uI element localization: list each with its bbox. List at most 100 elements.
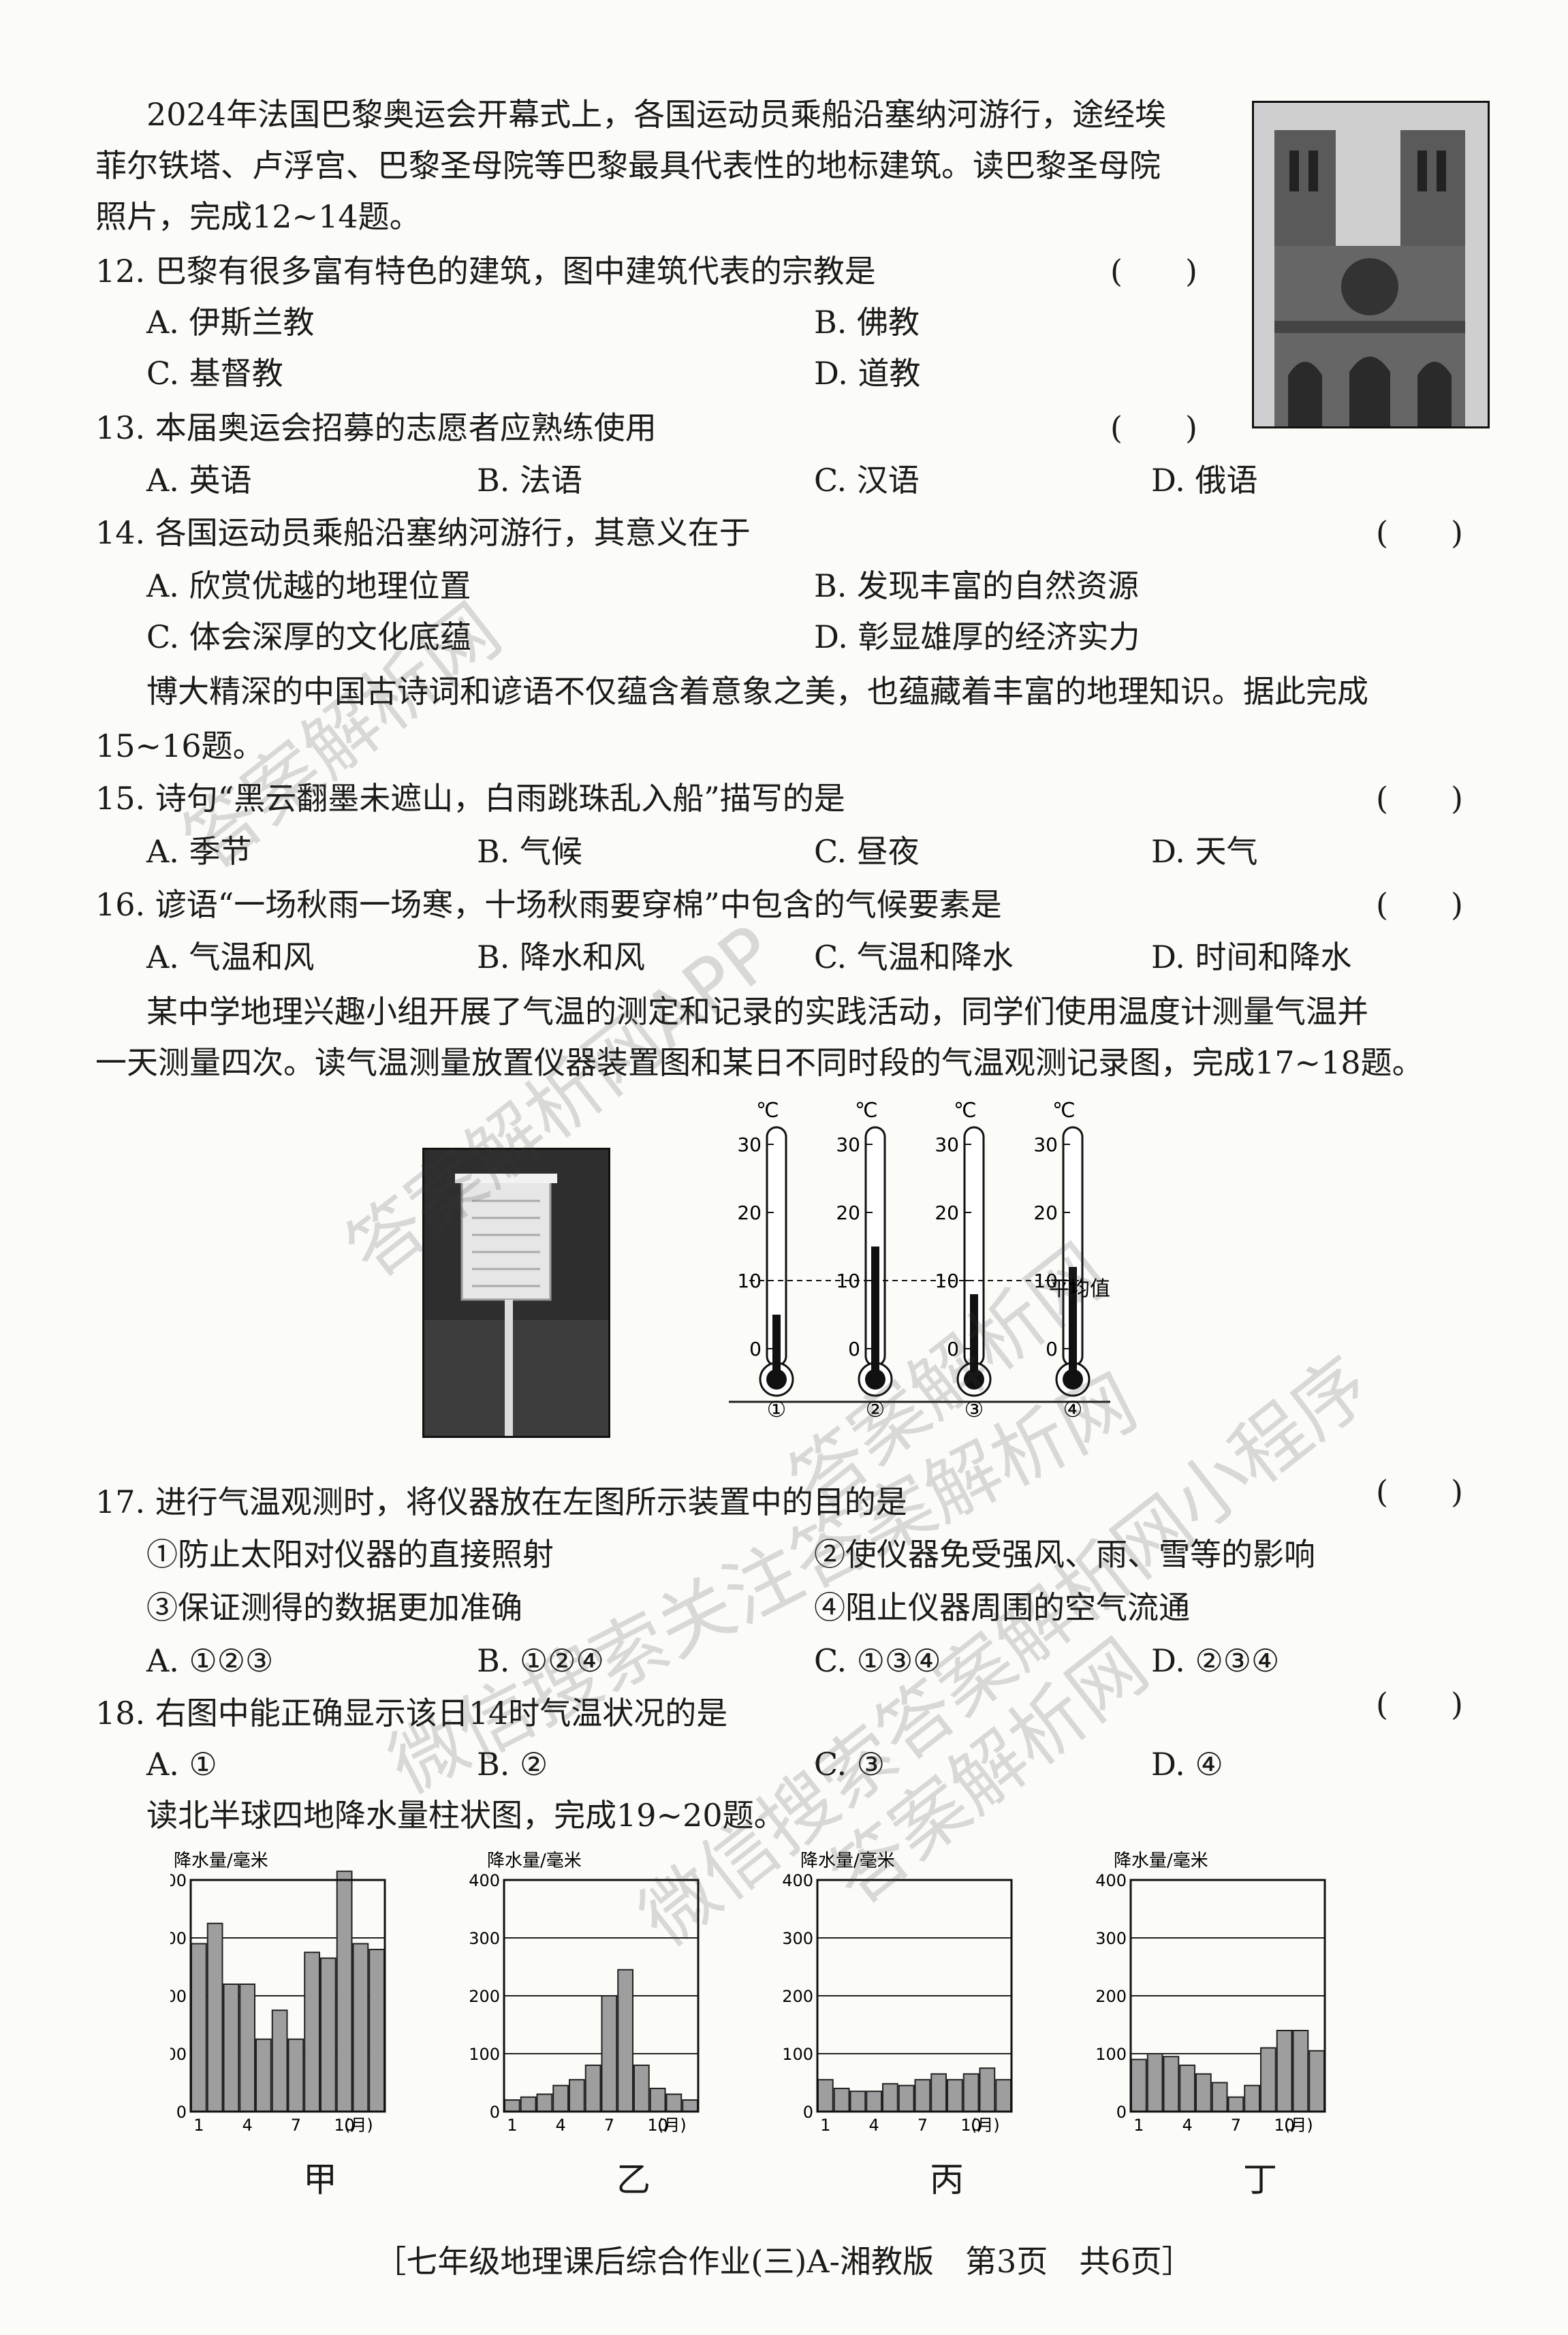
chart-xtick-label: 10	[960, 2116, 982, 2135]
thermometer-tick-label: 0	[848, 1338, 860, 1360]
q18-stem: 18. 右图中能正确显示该日14时气温状况的是	[95, 1695, 728, 1731]
chart-bar	[1211, 2082, 1228, 2112]
chart-bar	[930, 2073, 947, 2112]
chart-ytick-label: 100	[1095, 2045, 1127, 2064]
q17-option-c[interactable]: C. ①③④	[814, 1642, 941, 1679]
chart-bar	[817, 2079, 834, 2112]
chart-bar	[336, 1870, 353, 2112]
chart-bar	[239, 1984, 255, 2112]
intro4-line1: 读北半球四地降水量柱状图，完成19~20题。	[146, 1797, 785, 1834]
q14-answer-blank[interactable]: ( )	[1376, 514, 1463, 551]
chart-xtick-label: 10	[647, 2116, 668, 2135]
q17-option-d[interactable]: D. ②③④	[1151, 1642, 1280, 1679]
q14-stem: 14. 各国运动员乘船沿塞纳河游行，其意义在于	[95, 514, 751, 551]
q17-option-a[interactable]: A. ①②③	[146, 1642, 274, 1679]
chart-xtick-label: 4	[1182, 2116, 1192, 2135]
chart-bar	[1260, 2047, 1276, 2112]
q12-option-d[interactable]: D. 道教	[814, 355, 921, 392]
q12-option-b[interactable]: B. 佛教	[814, 304, 920, 341]
chart-bar	[1131, 2058, 1147, 2112]
chart-xtick-label: 4	[868, 2116, 879, 2135]
chart-ytick-label: 200	[1095, 1987, 1127, 2006]
thermometer-tick-label: 30	[935, 1133, 959, 1156]
thermometer-label: ③	[965, 1396, 984, 1420]
q15-option-a[interactable]: A. 季节	[146, 833, 252, 870]
q18-answer-blank[interactable]: ( )	[1376, 1686, 1463, 1723]
q18-option-c[interactable]: C. ③	[814, 1746, 885, 1783]
intro1-line3: 照片，完成12~14题。	[95, 198, 421, 235]
q12-option-c[interactable]: C. 基督教	[146, 355, 283, 392]
q16-answer-blank[interactable]: ( )	[1376, 886, 1463, 923]
chart-ylabel: 降水量/毫米	[487, 1851, 582, 1871]
thermometer-bulb	[964, 1369, 984, 1390]
chart-ylabel: 降水量/毫米	[174, 1851, 268, 1871]
thermometer-unit: ℃	[756, 1099, 779, 1123]
q17-answer-blank[interactable]: ( )	[1376, 1473, 1463, 1510]
q13-option-d[interactable]: D. 俄语	[1151, 462, 1258, 499]
q16-option-b[interactable]: B. 降水和风	[477, 939, 646, 975]
chart-ytick-label: 100	[170, 2045, 187, 2064]
q16-stem: 16. 谚语“一场秋雨一场寒，十场秋雨要穿棉”中包含的气候要素是	[95, 886, 1002, 923]
q14-option-b[interactable]: B. 发现丰富的自然资源	[814, 567, 1140, 604]
q17-statement-2: ②使仪器免受强风、雨、雪等的影响	[814, 1536, 1315, 1573]
q18-option-d[interactable]: D. ④	[1151, 1746, 1223, 1783]
q18-option-b[interactable]: B. ②	[477, 1746, 548, 1783]
q15-option-d[interactable]: D. 天气	[1151, 833, 1258, 870]
precipitation-charts: 降水量/毫米 0 100 200 300 400 1 4 7 10 (月) 降水量/毫米 0 100 200…	[170, 1851, 1326, 2135]
chart-ytick-label: 200	[469, 1987, 500, 2006]
q14-option-a[interactable]: A. 欣赏优越的地理位置	[146, 567, 471, 604]
chart-ytick-label: 300	[782, 1929, 813, 1948]
chart-frame	[189, 1879, 386, 2113]
q15-stem: 15. 诗句“黑云翻墨未遮山，白雨跳珠乱入船”描写的是	[95, 780, 845, 817]
q12-answer-blank[interactable]: ( )	[1110, 253, 1197, 289]
chart-bar	[962, 2073, 979, 2112]
chart-bar	[552, 2084, 569, 2112]
q14-option-d[interactable]: D. 彰显雄厚的经济实力	[814, 618, 1140, 655]
chart-bar	[271, 2009, 288, 2112]
q17-statement-4: ④阻止仪器周围的空气流通	[814, 1589, 1190, 1626]
q12-stem: 12. 巴黎有很多富有特色的建筑，图中建筑代表的宗教是	[95, 253, 876, 289]
intro1-line2: 菲尔铁塔、卢浮宫、巴黎圣母院等巴黎最具代表性的地标建筑。读巴黎圣母院	[95, 147, 1161, 184]
chart-ytick-label: 400	[170, 1871, 187, 1890]
q15-answer-blank[interactable]: ( )	[1376, 780, 1463, 817]
chart-xtick-label: 4	[555, 2116, 565, 2135]
q16-option-c[interactable]: C. 气温和降水	[814, 939, 1014, 975]
chart-bar	[665, 2093, 683, 2112]
page-footer: ［七年级地理课后综合作业(三)A-湘教版 第3页 共6页］	[375, 2243, 1193, 2280]
q15-option-b[interactable]: B. 气候	[477, 833, 583, 870]
q15-option-c[interactable]: C. 昼夜	[814, 833, 920, 870]
q13-answer-blank[interactable]: ( )	[1110, 409, 1197, 446]
chart-bar	[520, 2096, 537, 2112]
chart-ytick-label: 0	[803, 2103, 813, 2122]
chart-bar	[1308, 2050, 1325, 2112]
q17-statement-3: ③保证测得的数据更加准确	[146, 1589, 522, 1626]
q13-option-c[interactable]: C. 汉语	[814, 462, 920, 499]
chart-xtick-label: 1	[820, 2116, 830, 2135]
thermometer-label: ②	[866, 1396, 885, 1420]
q18-option-a[interactable]: A. ①	[146, 1746, 217, 1783]
q16-option-a[interactable]: A. 气温和风	[146, 939, 315, 975]
chart-bar	[1276, 2030, 1293, 2112]
q12-option-a[interactable]: A. 伊斯兰教	[146, 304, 315, 341]
q17-option-b[interactable]: B. ①②④	[477, 1642, 604, 1679]
chart-ytick-label: 300	[170, 1929, 187, 1948]
q16-option-d[interactable]: D. 时间和降水	[1151, 939, 1352, 975]
q13-option-b[interactable]: B. 法语	[477, 462, 583, 499]
chart-bar	[369, 1949, 385, 2112]
chart-frame	[1129, 1879, 1326, 2113]
chart-bar	[536, 2093, 553, 2112]
chart-bar	[849, 2090, 866, 2112]
q13-option-a[interactable]: A. 英语	[146, 462, 252, 499]
chart-ytick-label: 0	[1116, 2103, 1127, 2122]
chart-bar	[1227, 2096, 1244, 2112]
chart-ytick-label: 400	[782, 1871, 813, 1890]
chart-bar	[304, 1952, 320, 2112]
thermometer-unit: ℃	[855, 1099, 878, 1123]
chart-xtick-label: 10	[1274, 2116, 1295, 2135]
chart-xtick-label: 7	[1231, 2116, 1241, 2135]
chart-xunit: (月)	[344, 2116, 373, 2135]
chart-bar	[584, 2065, 601, 2112]
q14-option-c[interactable]: C. 体会深厚的文化底蕴	[146, 618, 471, 655]
